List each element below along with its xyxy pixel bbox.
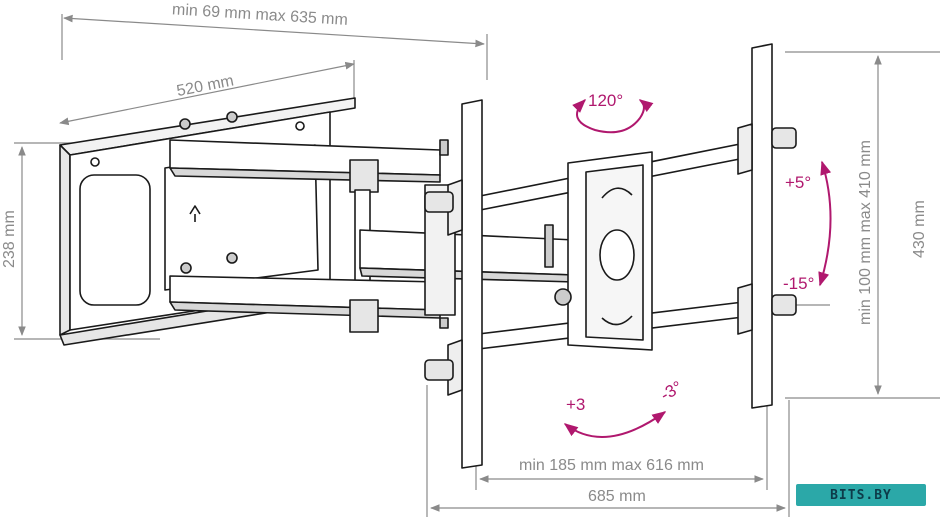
wall-plate-width-label: 520 mm	[175, 72, 235, 100]
vesa-vertical-label: min 100 mm max 410 mm	[857, 140, 874, 325]
bracket-height-label: 430 mm	[911, 200, 928, 258]
angle-arrows	[563, 99, 832, 438]
left-vertical-bracket	[424, 99, 483, 469]
lower-arm	[169, 275, 441, 333]
tilt-down-label: -15°	[783, 274, 814, 293]
level-plus-label: +3	[566, 395, 585, 414]
arm-extension-label: min 69 mm max 635 mm	[172, 1, 349, 29]
tilt-plate	[544, 151, 653, 351]
tilt-up-label: +5°	[785, 173, 811, 192]
vesa-horizontal-label: min 185 mm max 616 mm	[519, 457, 704, 474]
level-minus-label: -3°	[657, 377, 685, 404]
right-vertical-bracket	[737, 43, 797, 409]
mount-illustration	[59, 43, 797, 469]
swivel-angle-label: 120°	[588, 91, 623, 110]
watermark-text: BITS.BY	[830, 487, 892, 503]
bracket-width-label: 685 mm	[588, 488, 646, 505]
wall-plate-height-label: 238 mm	[1, 210, 18, 268]
watermark-badge: BITS.BY	[796, 484, 926, 506]
